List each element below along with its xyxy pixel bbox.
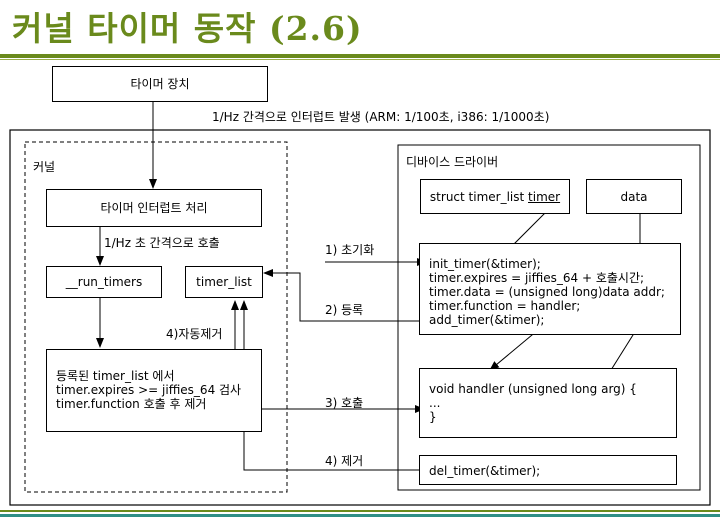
outer-region bbox=[9, 129, 711, 506]
handler-box: void handler (unsigned long arg) { ... } bbox=[419, 368, 677, 438]
del-timer-label: del_timer(&timer); bbox=[429, 464, 541, 478]
data-box: data bbox=[586, 179, 682, 214]
step-init-label: 1) 초기화 bbox=[325, 243, 375, 257]
init-line: timer.function = handler; bbox=[429, 299, 581, 313]
title-divider bbox=[0, 54, 720, 58]
interrupt-interval-note: 1/Hz 간격으로 인터럽트 발생 (ARM: 1/100초, i386: 1/… bbox=[212, 110, 550, 124]
init-line: add_timer(&timer); bbox=[429, 313, 545, 327]
handler-line: } bbox=[429, 410, 437, 424]
timer-check-box: 등록된 timer_list 에서 timer.expires >= jiffi… bbox=[46, 349, 262, 432]
footer-divider-accent bbox=[0, 514, 720, 517]
struct-timer-var: timer bbox=[528, 189, 561, 204]
title-divider-thin bbox=[0, 59, 720, 60]
timer-check-line: timer.expires >= jiffies_64 검사 bbox=[56, 383, 242, 397]
arrow-register bbox=[263, 269, 426, 322]
footer-divider bbox=[0, 510, 720, 512]
struct-timer-box: struct timer_list timer bbox=[420, 179, 570, 214]
driver-label: 디바이스 드라이버 bbox=[406, 155, 499, 169]
step-register-label: 2) 등록 bbox=[325, 303, 364, 317]
timer-check-line: 등록된 timer_list 에서 bbox=[56, 369, 175, 383]
auto-remove-label: 4)자동제거 bbox=[166, 327, 223, 341]
slide-title: 커널 타이머 동작 (2.6) bbox=[12, 9, 363, 48]
kernel-label: 커널 bbox=[33, 160, 56, 174]
init-line: init_timer(&timer); bbox=[429, 257, 541, 271]
arrow-remove bbox=[240, 300, 426, 471]
del-timer-box: del_timer(&timer); bbox=[419, 455, 677, 485]
timer-list-label: timer_list bbox=[196, 275, 252, 289]
interrupt-handler-box: 타이머 인터럽트 처리 bbox=[46, 189, 262, 227]
kernel-region bbox=[24, 141, 288, 493]
step-call-label: 3) 호출 bbox=[325, 396, 364, 410]
timer-device-label: 타이머 장치 bbox=[130, 77, 190, 91]
init-line: timer.expires = jiffies_64 + 호출시간; bbox=[429, 271, 645, 285]
handler-line: void handler (unsigned long arg) { bbox=[429, 382, 637, 396]
interrupt-handler-label: 타이머 인터럽트 처리 bbox=[100, 201, 208, 215]
driver-region bbox=[397, 144, 701, 491]
timer-list-box: timer_list bbox=[185, 266, 263, 298]
init-line: timer.data = (unsigned long)data addr; bbox=[429, 285, 665, 299]
run-timers-label: __run_timers bbox=[65, 275, 143, 289]
run-timers-box: __run_timers bbox=[46, 266, 162, 298]
data-label: data bbox=[620, 189, 648, 204]
init-timer-box: init_timer(&timer); timer.expires = jiff… bbox=[419, 243, 681, 335]
struct-timer-prefix: struct timer_list bbox=[429, 189, 529, 204]
hz-call-note: 1/Hz 초 간격으로 호출 bbox=[104, 236, 220, 250]
timer-check-line: timer.function 호출 후 제거 bbox=[56, 397, 207, 411]
timer-device-box: 타이머 장치 bbox=[52, 66, 268, 102]
handler-line: ... bbox=[429, 396, 441, 410]
step-remove-label: 4) 제거 bbox=[325, 454, 364, 468]
